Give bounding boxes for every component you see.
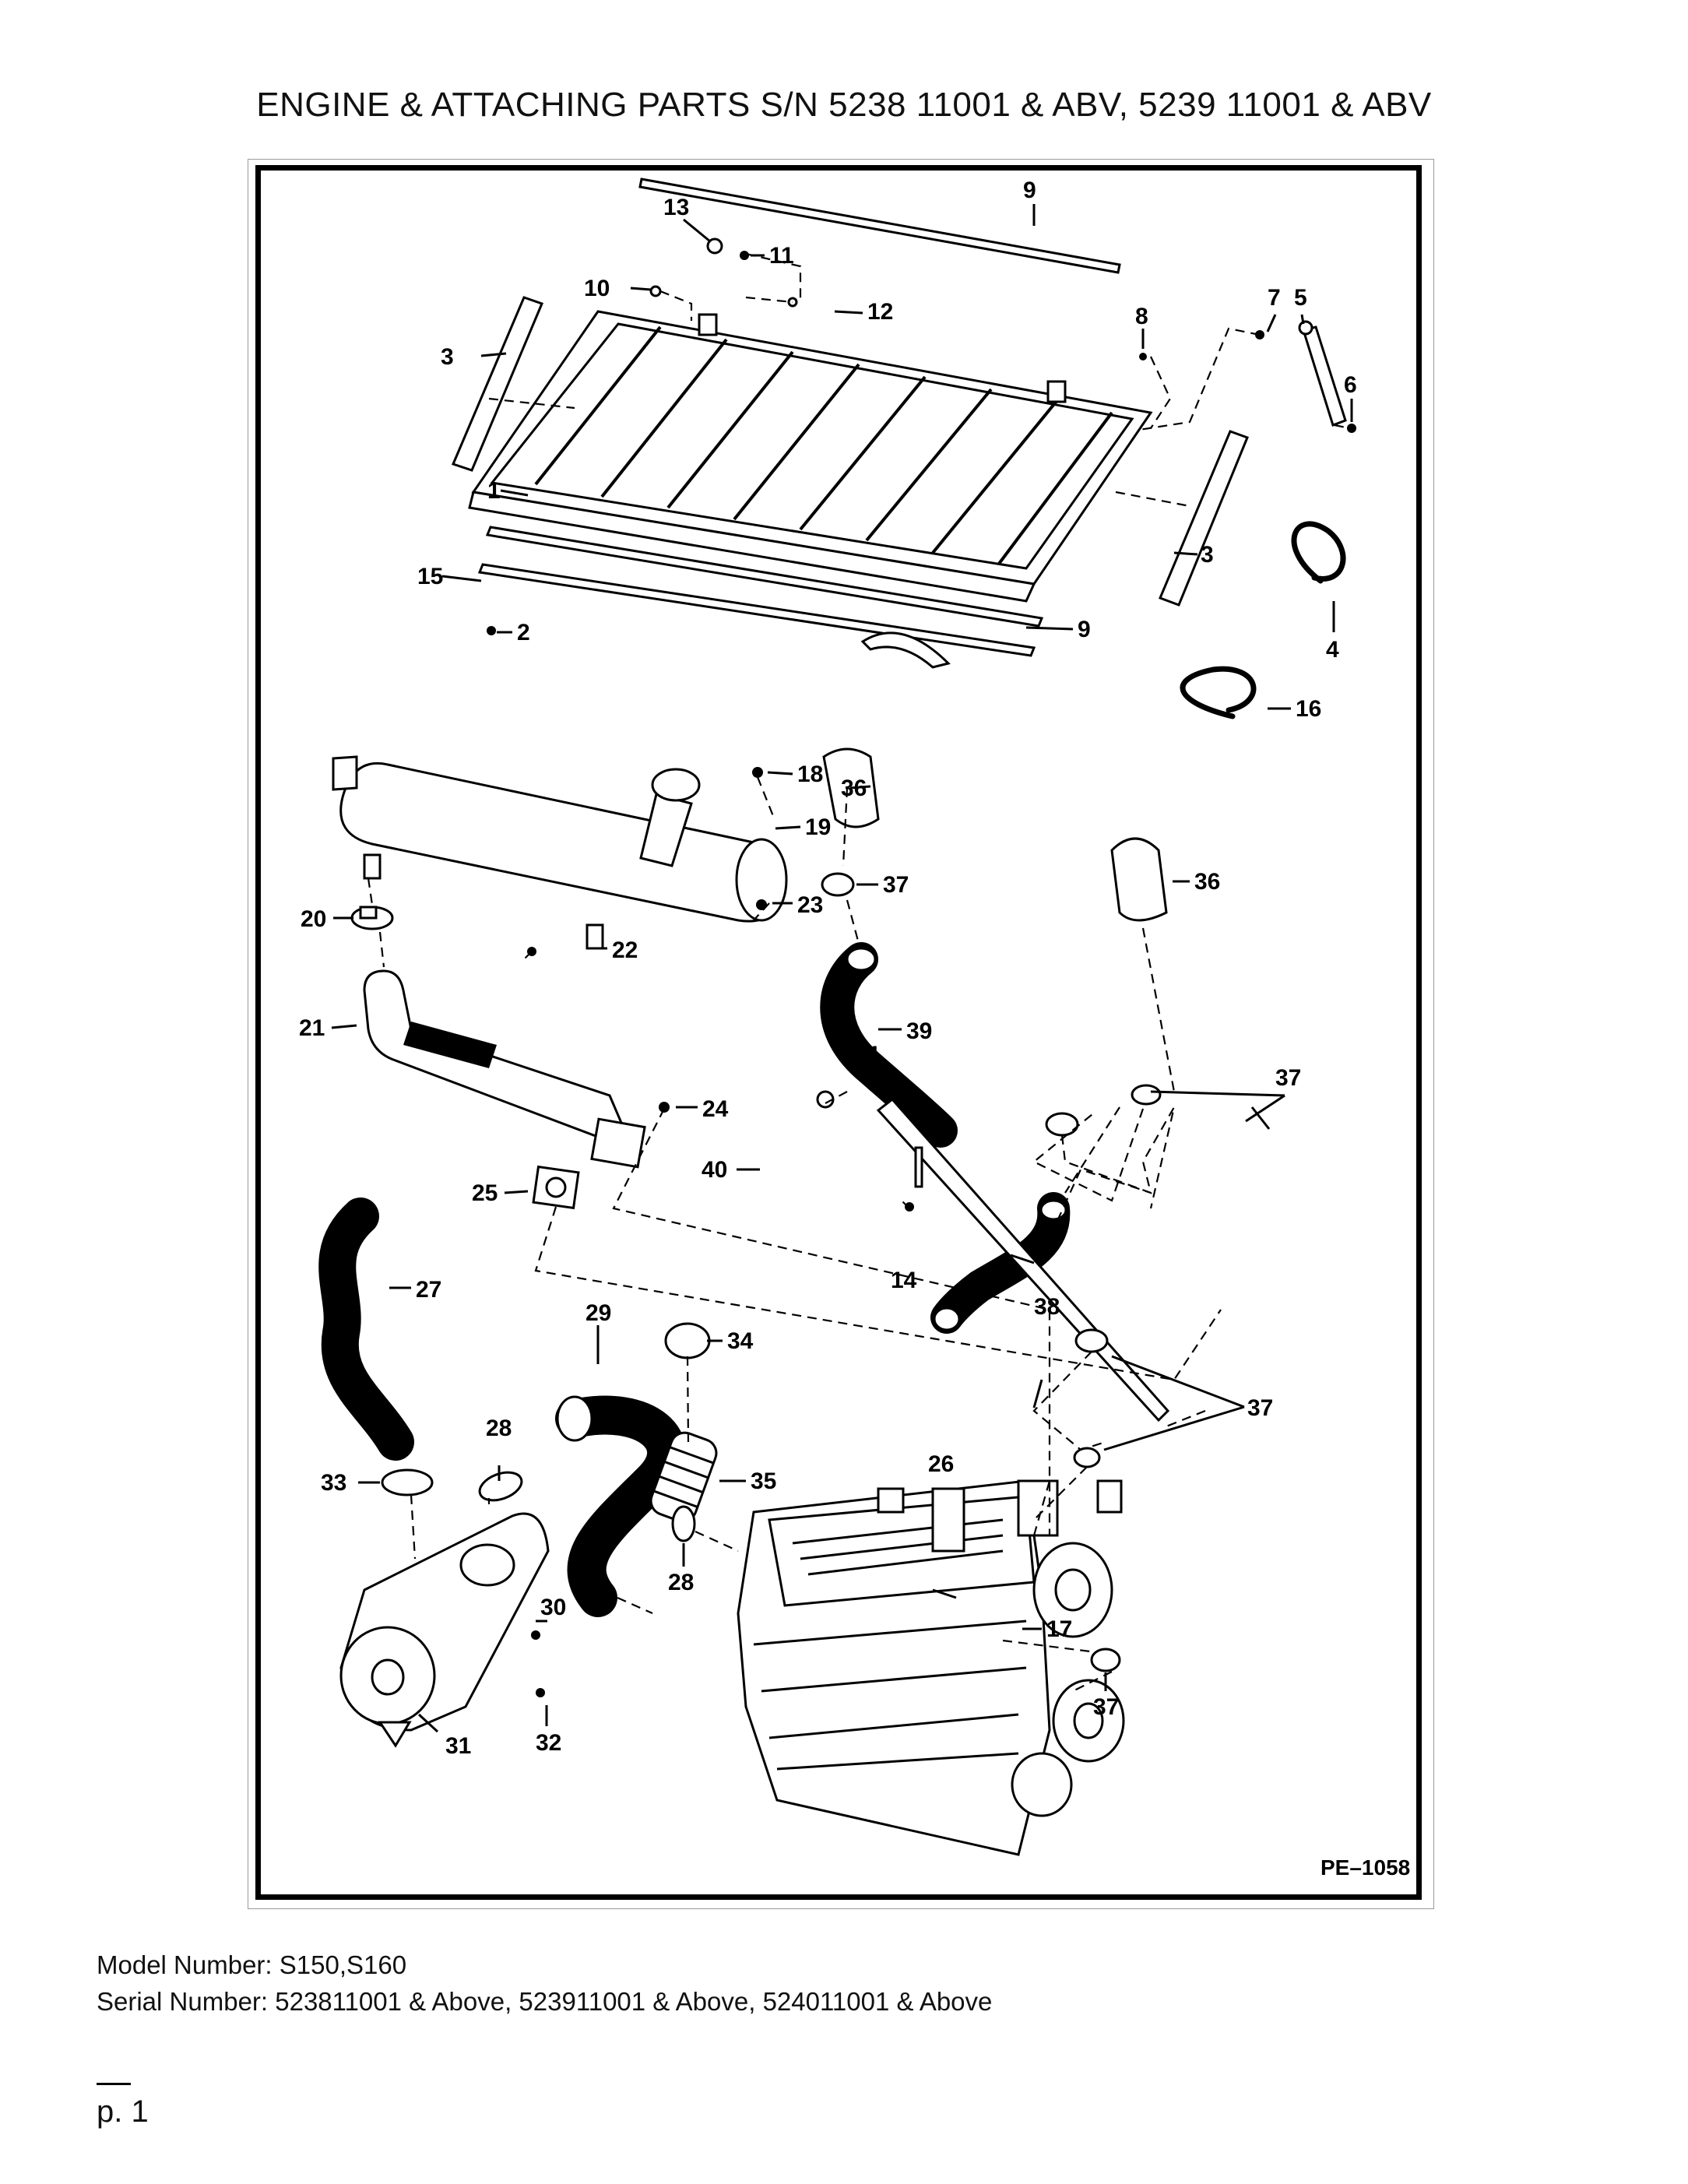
callout-4: 4 (1326, 637, 1339, 663)
callout-10: 10 (584, 276, 610, 301)
callout-28-right: 28 (668, 1570, 694, 1595)
callout-3-left: 3 (441, 344, 454, 370)
callout-24: 24 (702, 1096, 729, 1122)
callout-20: 20 (301, 906, 326, 932)
callout-37-right: 37 (1275, 1065, 1301, 1091)
page-number-rule (97, 2083, 131, 2085)
intake-bellows (649, 1431, 718, 1523)
bottom-seal-strip (477, 526, 1044, 669)
callout-34: 34 (727, 1328, 754, 1354)
side-seal-left (451, 296, 544, 472)
parts-diagram: 9 13 11 10 12 8 7 5 6 3 3 1 15 2 9 4 16 … (299, 178, 1410, 1880)
callout-2: 2 (517, 620, 530, 645)
callout-36-left: 36 (841, 775, 867, 801)
diagram-outer-border (248, 159, 1434, 1909)
callout-9-lower: 9 (1078, 617, 1091, 642)
callout-35: 35 (751, 1468, 776, 1494)
diagram-frame (255, 165, 1422, 1900)
callout-17: 17 (1046, 1616, 1072, 1642)
callout-labels: 9 13 11 10 12 8 7 5 6 3 3 1 15 2 9 4 16 … (299, 178, 1357, 1759)
callout-37-top: 37 (883, 872, 909, 898)
cable-loops (1180, 521, 1346, 719)
callout-26: 26 (928, 1451, 954, 1477)
callout-30: 30 (540, 1595, 566, 1620)
leader-lines (331, 204, 1353, 1733)
serial-number: Serial Number: 523811001 & Above, 523911… (97, 1987, 993, 2016)
callout-13: 13 (663, 195, 689, 220)
callout-15: 15 (417, 564, 443, 589)
rear-grille-frame (468, 310, 1153, 603)
callout-19: 19 (805, 814, 831, 840)
callout-12: 12 (867, 299, 893, 325)
figure-code: PE–1058 (1321, 1855, 1410, 1880)
hose-clamps-intake (381, 1322, 711, 1542)
callout-27: 27 (416, 1277, 441, 1303)
callout-41: 41 (855, 1042, 881, 1067)
callout-29: 29 (586, 1300, 611, 1326)
callout-33: 33 (321, 1470, 346, 1496)
hose-clamps-37 (816, 872, 1162, 1672)
callout-16: 16 (1296, 696, 1321, 722)
callout-9: 9 (1023, 178, 1036, 203)
model-number: Model Number: S150,S160 (97, 1950, 407, 1979)
exhaust-pipe (363, 969, 646, 1169)
page-number: p. 1 (97, 2094, 149, 2129)
callout-5: 5 (1294, 285, 1307, 311)
side-seal-right (1159, 430, 1249, 607)
muffler-clamp (350, 906, 394, 930)
callout-7: 7 (1268, 285, 1281, 311)
callout-1: 1 (487, 478, 501, 504)
page-title: ENGINE & ATTACHING PARTS S/N 5238 11001 … (256, 86, 1432, 124)
callout-38: 38 (1034, 1294, 1060, 1320)
callout-25: 25 (472, 1180, 498, 1206)
callout-40: 40 (702, 1157, 727, 1183)
gasket (532, 1165, 580, 1210)
callout-39: 39 (906, 1018, 932, 1044)
callout-22: 22 (612, 937, 638, 963)
assembly-lines (367, 252, 1350, 1692)
intake-hose-29 (555, 1395, 686, 1617)
callout-21: 21 (299, 1015, 325, 1041)
hose-covers-36 (822, 747, 1168, 922)
muffler-assembly (332, 755, 788, 950)
callout-18: 18 (797, 761, 823, 787)
callout-14: 14 (891, 1268, 917, 1293)
top-seal-strip (638, 178, 1121, 274)
callout-3-right: 3 (1201, 542, 1214, 568)
callout-6: 6 (1344, 372, 1357, 398)
callout-36-right: 36 (1194, 869, 1220, 895)
callout-11: 11 (769, 243, 794, 269)
callout-23: 23 (797, 892, 823, 918)
callout-32: 32 (536, 1730, 561, 1756)
fasteners-top (487, 237, 1356, 635)
callout-37-mid: 37 (1247, 1395, 1273, 1421)
intake-hose-27 (318, 1198, 414, 1461)
air-cleaner (339, 1512, 550, 1748)
callout-31: 31 (445, 1733, 471, 1759)
gas-spring (1298, 320, 1347, 427)
callout-8: 8 (1135, 304, 1148, 329)
callout-37-bottom: 37 (1093, 1694, 1119, 1720)
callout-28-left: 28 (486, 1416, 512, 1441)
engine-block (737, 1479, 1125, 1856)
